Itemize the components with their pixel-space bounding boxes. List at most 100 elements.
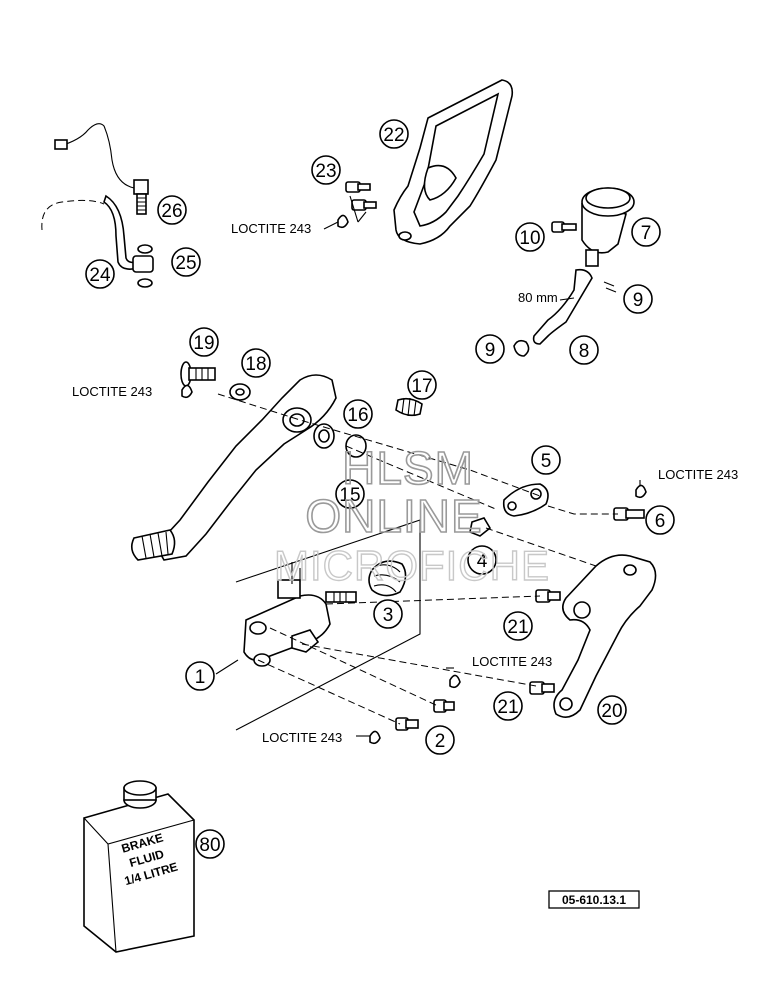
brake-fluid-bottle xyxy=(83,780,195,953)
brake-line xyxy=(41,194,154,288)
callout-circle xyxy=(189,327,219,357)
callout-c1: 1 xyxy=(185,661,215,691)
loctite-label-clevis-bolt: LOCTITE 243 xyxy=(658,467,738,482)
callout-c6: 6 xyxy=(645,505,675,535)
pivot-parts xyxy=(180,361,423,458)
callout-number: 3 xyxy=(383,605,394,626)
callout-circle xyxy=(241,348,271,378)
callout-circle xyxy=(379,119,409,149)
callout-number: 21 xyxy=(507,617,528,638)
callout-c20: 20 xyxy=(597,695,627,725)
callout-c7: 7 xyxy=(631,217,661,247)
callout-circle xyxy=(311,155,341,185)
callout-circle xyxy=(185,661,215,691)
callout-c4: 4 xyxy=(467,545,497,575)
callout-number: 15 xyxy=(339,485,360,506)
heel-guard xyxy=(393,79,514,245)
callout-circle xyxy=(623,284,653,314)
callout-c19: 19 xyxy=(189,327,219,357)
callout-c3: 3 xyxy=(373,599,403,629)
callout-number: 9 xyxy=(633,290,644,311)
callout-c24: 24 xyxy=(85,259,115,289)
brake-light-switch xyxy=(54,123,149,215)
callout-c8: 8 xyxy=(569,335,599,365)
watermark: HLSM ONLINE MICROFICHE xyxy=(273,441,550,590)
callout-c80: 80 xyxy=(195,829,225,859)
callout-number: 9 xyxy=(485,340,496,361)
callout-circle xyxy=(171,247,201,277)
rubber-boot xyxy=(368,560,407,597)
brake-bracket xyxy=(529,554,657,718)
loctite-drops xyxy=(181,214,647,745)
callout-c17: 17 xyxy=(407,370,437,400)
loctite-label-heel-guard: LOCTITE 243 xyxy=(231,221,311,236)
callout-number: 23 xyxy=(315,161,336,182)
callout-circle xyxy=(425,725,455,755)
watermark-line-3: MICROFICHE xyxy=(274,542,550,589)
callout-circle xyxy=(515,222,545,252)
callout-number: 7 xyxy=(641,223,652,244)
callout-c9b: 9 xyxy=(623,284,653,314)
callout-c23: 23 xyxy=(311,155,341,185)
footbrake-lever xyxy=(130,374,337,561)
callout-number: 10 xyxy=(519,228,540,249)
callout-number: 24 xyxy=(89,265,111,286)
callout-circle xyxy=(407,370,437,400)
callout-c18: 18 xyxy=(241,348,271,378)
document-number: 05-610.13.1 xyxy=(562,893,626,907)
brake-fluid-reservoir xyxy=(513,187,635,357)
callout-circle xyxy=(503,611,533,641)
callout-circle xyxy=(569,335,599,365)
callout-number: 6 xyxy=(655,511,666,532)
callout-circle xyxy=(157,195,187,225)
callout-c26: 26 xyxy=(157,195,187,225)
callout-c5: 5 xyxy=(531,445,561,475)
callout-circle xyxy=(493,691,523,721)
callout-number: 8 xyxy=(579,341,590,362)
callout-c16: 16 xyxy=(343,399,373,429)
loctite-label-cylinder-bolt: LOCTITE 243 xyxy=(472,654,552,669)
callout-number: 16 xyxy=(347,405,368,426)
callout-circle xyxy=(475,334,505,364)
callout-number: 4 xyxy=(477,551,488,572)
callout-c21b: 21 xyxy=(493,691,523,721)
callout-number: 20 xyxy=(601,701,622,722)
callout-number: 25 xyxy=(175,253,196,274)
callout-circle xyxy=(343,399,373,429)
clevis-parts xyxy=(469,483,645,537)
loctite-label-pivot-bolt: LOCTITE 243 xyxy=(72,384,152,399)
loctite-labels: LOCTITE 243 LOCTITE 243 LOCTITE 243 LOCT… xyxy=(72,221,738,745)
callout-number: 1 xyxy=(195,667,206,688)
callout-c22: 22 xyxy=(379,119,409,149)
heel-guard-bolts xyxy=(345,181,377,223)
callout-number: 18 xyxy=(245,354,266,375)
callout-c21a: 21 xyxy=(503,611,533,641)
cylinder-bolts xyxy=(395,699,455,731)
footbrake-cylinder xyxy=(243,562,357,667)
callout-circle xyxy=(531,445,561,475)
callout-c10: 10 xyxy=(515,222,545,252)
callout-c25: 25 xyxy=(171,247,201,277)
callout-circle xyxy=(597,695,627,725)
callout-number: 5 xyxy=(541,451,552,472)
loctite-label-mount-bolt: LOCTITE 243 xyxy=(262,730,342,745)
callout-number: 80 xyxy=(199,835,220,856)
callout-circle xyxy=(195,829,225,859)
callout-circle xyxy=(631,217,661,247)
callout-circle xyxy=(373,599,403,629)
watermark-line-1: HLSM xyxy=(342,442,474,494)
callout-number: 17 xyxy=(411,376,432,397)
callout-c2: 2 xyxy=(425,725,455,755)
assembly-lines xyxy=(217,393,618,731)
callout-number: 19 xyxy=(193,333,214,354)
callout-number: 21 xyxy=(497,697,518,718)
callout-circle xyxy=(335,479,365,509)
hose-length-label: 80 mm xyxy=(518,290,558,305)
callout-circle xyxy=(85,259,115,289)
callout-number: 22 xyxy=(383,125,404,146)
callout-circle xyxy=(645,505,675,535)
callout-c15: 15 xyxy=(335,479,365,509)
callout-number: 26 xyxy=(161,201,182,222)
